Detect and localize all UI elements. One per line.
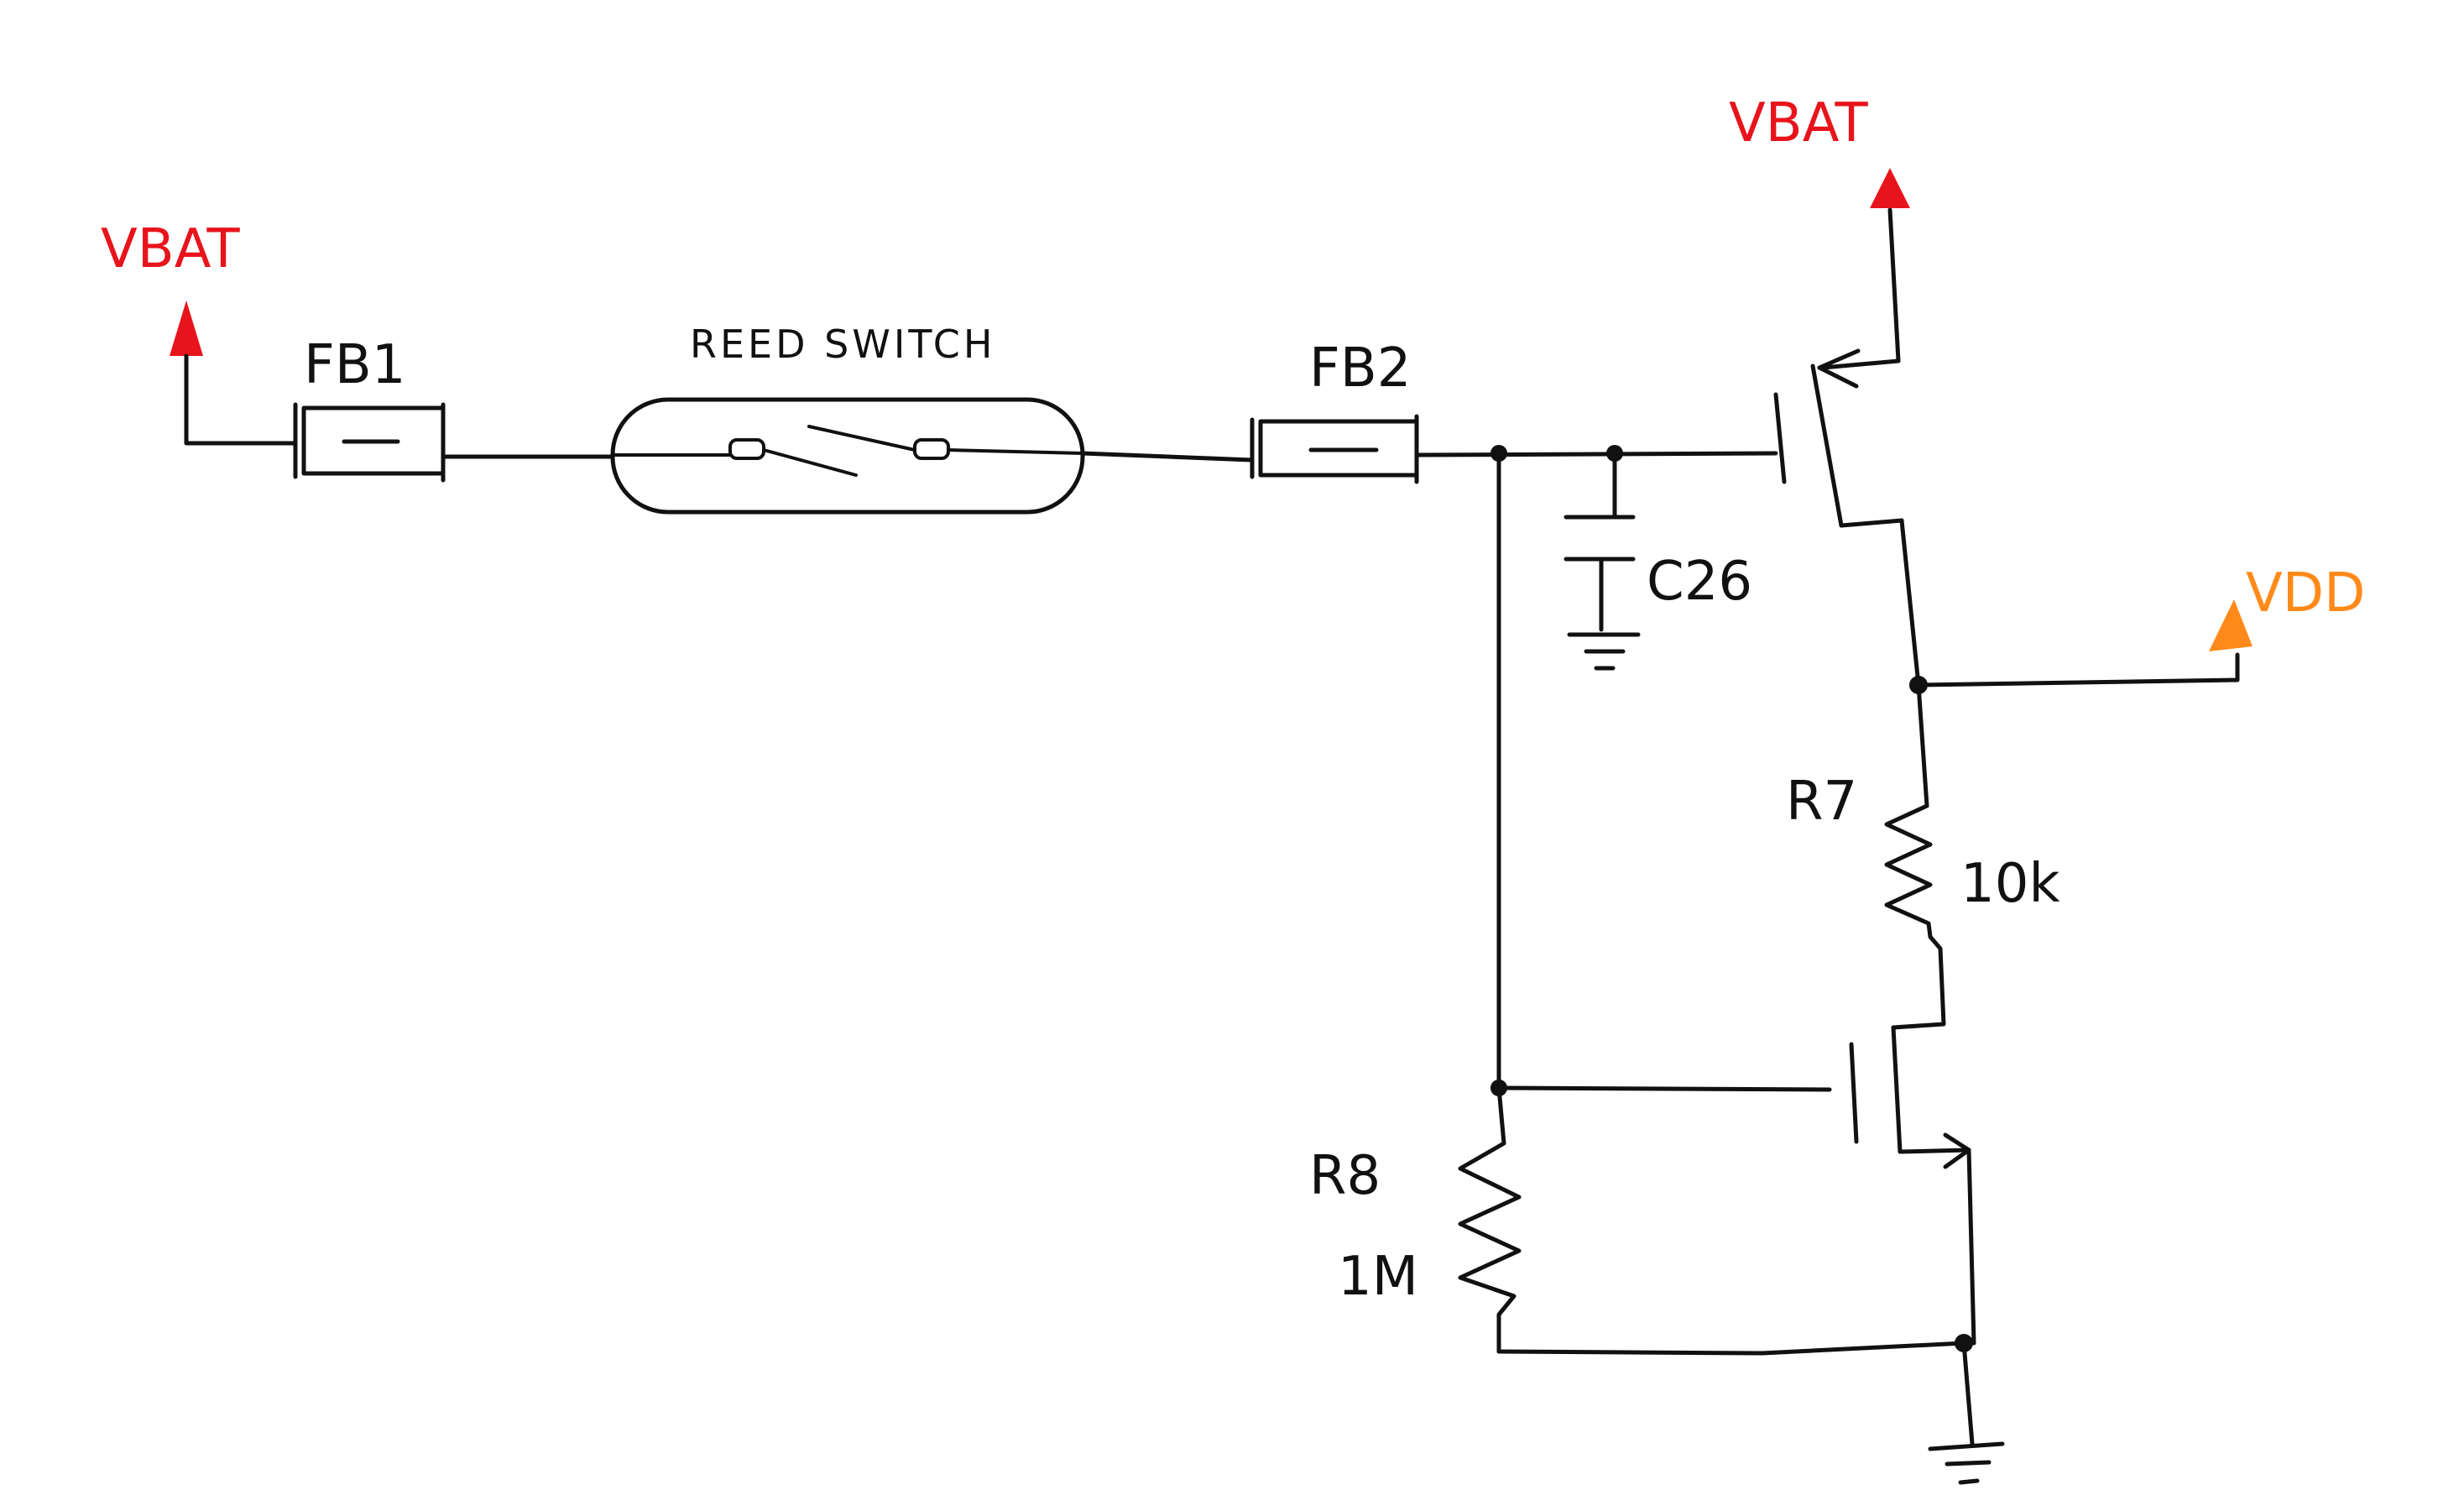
c26-label: C26	[1647, 551, 1752, 613]
vbat-left-arrow	[170, 301, 203, 356]
ground-symbol	[1928, 1341, 2005, 1485]
fb1-label: FB1	[304, 334, 405, 396]
wire-vdd-output	[1916, 652, 2240, 688]
fb1-ferrite-bead: FB1	[293, 334, 446, 483]
c26-capacitor: C26	[1563, 451, 1752, 671]
wire-reed-to-fb2	[1080, 451, 1255, 463]
wire-fb2-to-gate	[1414, 451, 1778, 457]
q2-nmosfet	[1849, 1025, 1976, 1346]
vdd-label: VDD	[2246, 562, 2365, 625]
r7-resistor: R7 10k	[1786, 682, 2060, 1030]
wire-drain-to-vdd-node	[1899, 518, 1921, 688]
vbat-top-net: VBAT	[1729, 92, 1910, 208]
wire-to-q2-gate	[1496, 1085, 1832, 1092]
vdd-arrow	[2209, 599, 2253, 651]
r7-label: R7	[1786, 771, 1857, 833]
fb2-ferrite-bead: FB2	[1250, 337, 1419, 484]
r8-label: R8	[1309, 1145, 1381, 1207]
fb2-label: FB2	[1309, 337, 1411, 400]
reed-switch-label: REED SWITCH	[690, 322, 996, 367]
vbat-top-label: VBAT	[1729, 92, 1869, 154]
wire-bottom-return	[1496, 1341, 1966, 1356]
reed-switch: REED SWITCH	[610, 322, 1085, 515]
r7-value: 10k	[1960, 853, 2060, 915]
q1-pmosfet	[1773, 207, 1904, 528]
r8-value: 1M	[1338, 1246, 1418, 1308]
r8-resistor: R8 1M	[1309, 1085, 1522, 1354]
vbat-left-net: VBAT	[101, 218, 241, 356]
vbat-top-arrow	[1870, 168, 1910, 208]
vdd-net: VDD	[2209, 562, 2365, 651]
wire-vbat-to-fb1	[184, 353, 298, 446]
vbat-left-label: VBAT	[101, 218, 241, 280]
